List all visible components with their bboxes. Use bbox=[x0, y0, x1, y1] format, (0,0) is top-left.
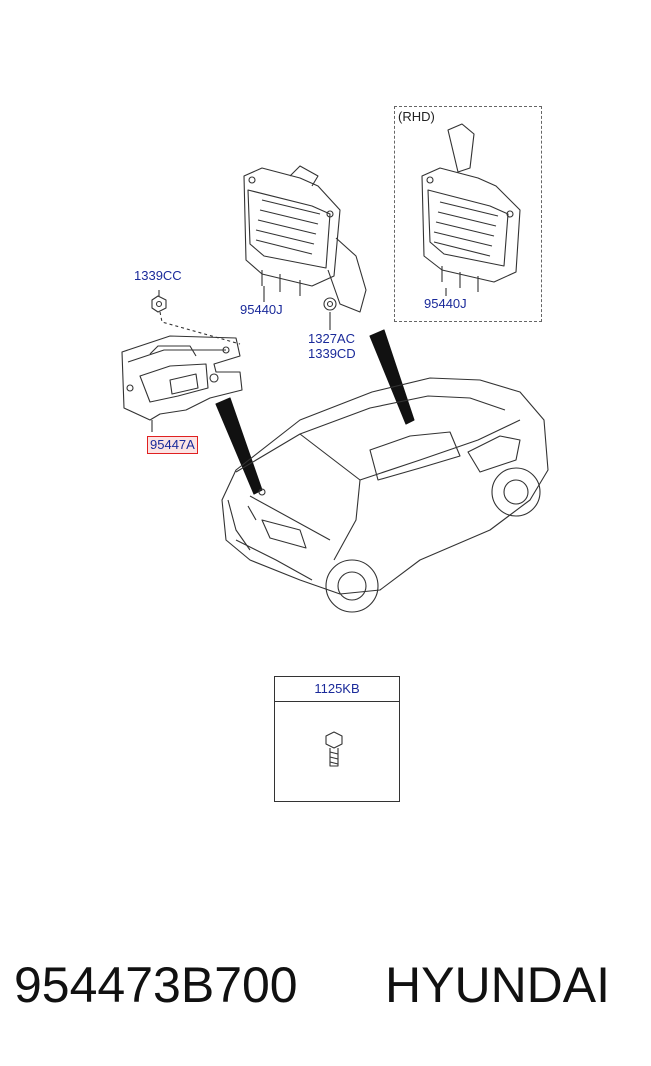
rhd-variant-frame bbox=[394, 106, 542, 322]
callout-1327ac[interactable]: 1327AC bbox=[308, 331, 355, 346]
vehicle-drawing bbox=[221, 377, 549, 613]
callout-95447a-highlighted[interactable]: 95447A bbox=[147, 436, 198, 454]
ecu-rhd-drawing bbox=[421, 123, 521, 296]
pointer-arrow-ecu bbox=[369, 329, 415, 425]
brand-caption: HYUNDAI bbox=[385, 957, 611, 1013]
ecu-unit-drawing bbox=[243, 165, 367, 313]
rhd-label: (RHD) bbox=[398, 109, 435, 124]
callout-95440j[interactable]: 95440J bbox=[240, 302, 283, 317]
control-module-drawing bbox=[121, 335, 243, 432]
callout-1339cc[interactable]: 1339CC bbox=[134, 268, 182, 283]
fastener-box-title[interactable]: 1125KB bbox=[275, 677, 399, 702]
fastener-box: 1125KB bbox=[274, 676, 400, 802]
callout-1339cd[interactable]: 1339CD bbox=[308, 346, 356, 361]
bolt-drawing bbox=[323, 297, 337, 330]
pointer-arrow-module bbox=[215, 397, 263, 495]
nut-drawing bbox=[151, 290, 241, 345]
callout-95440j-rhd[interactable]: 95440J bbox=[424, 296, 467, 311]
bolt-1125kb-drawing bbox=[325, 731, 343, 767]
part-number-caption: 954473B700 bbox=[14, 957, 298, 1013]
